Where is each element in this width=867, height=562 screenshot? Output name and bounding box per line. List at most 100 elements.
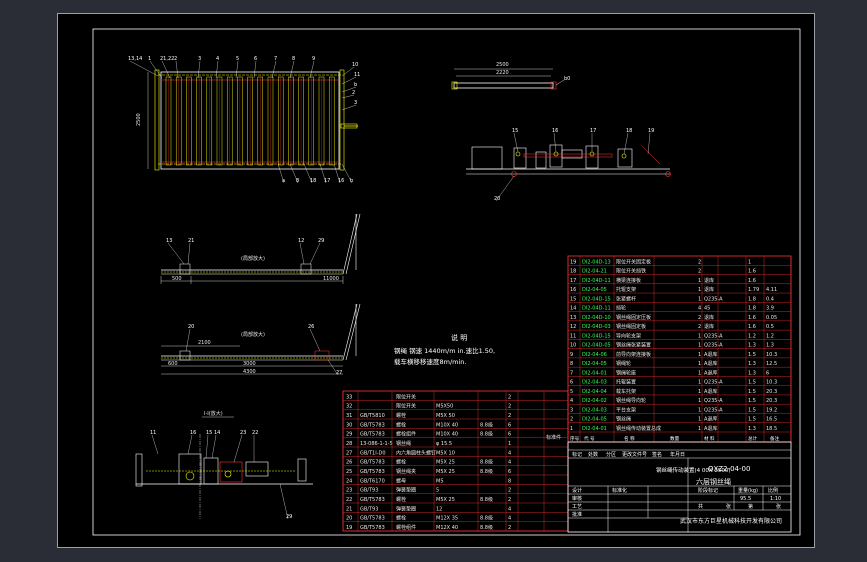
- tb-label-design: 设计: [572, 487, 582, 494]
- bom-left-spec: 5: [436, 488, 439, 494]
- top-balloons-balloon-8: 7: [274, 56, 277, 62]
- bom-left-qty: 6: [508, 422, 511, 428]
- bom-right-tw: 1.6: [748, 324, 756, 330]
- bom-left-code: GB/T6170: [360, 478, 385, 484]
- bom-right-qty: 1: [698, 287, 701, 293]
- bom-right-no: 11: [570, 333, 576, 339]
- bom-right-code: DI2-04-05: [582, 417, 607, 423]
- bom-right-note: 18.5: [766, 426, 777, 432]
- detail-balloons-balloon-4: 23: [240, 430, 246, 436]
- bom-right-qty: 1: [698, 278, 701, 284]
- bom-right-tw: 1.5: [748, 417, 756, 423]
- bom-right-no: 1: [570, 426, 573, 432]
- bom-right-mat: Q235-A: [704, 333, 723, 339]
- end-balloons-balloon-5: 20: [494, 196, 500, 202]
- bom-left-spec: 12: [436, 506, 442, 512]
- bom-left-name: 螺栓: [396, 459, 406, 466]
- bom-right-mat: A退库: [704, 388, 717, 395]
- tb-weight-value: 95.5: [740, 496, 751, 502]
- elev2-dim-d: 4300: [243, 369, 256, 375]
- bom-left-qty: 2: [508, 404, 511, 410]
- bom-right-mat: 退库: [704, 277, 714, 284]
- top-balloons-balloon-7: 6: [254, 56, 257, 62]
- bom-right-name: 钢丝绳固定板: [616, 323, 646, 330]
- tb-label-date: 年月日: [670, 451, 685, 458]
- top-balloons-balloon-15: 3: [354, 100, 357, 106]
- bom-right-h-no: 序号: [570, 435, 580, 442]
- tb-label-sheet-2: 张: [776, 503, 781, 510]
- top-balloons-balloon-5: 4: [216, 56, 219, 62]
- top-balloons-balloon-14: 2: [352, 90, 355, 96]
- elev1-balloons-balloon-3: 29: [318, 238, 324, 244]
- top-balloons-balloon-3: 2: [174, 56, 177, 62]
- detail-balloons-balloon-1: 16: [190, 430, 196, 436]
- bom-left-qty: 6: [508, 469, 511, 475]
- bom-left-no: 31: [346, 413, 352, 419]
- bom-right-tw: 1.5: [748, 407, 756, 413]
- bom-right-no: 7: [570, 370, 573, 376]
- tb-label-change-doc: 更改文件号: [622, 451, 647, 458]
- bom-left-no: 22: [346, 497, 352, 503]
- bom-right-note: 20.3: [766, 398, 777, 404]
- bom-right-code: DI2-04-05: [582, 361, 607, 367]
- tb-label-mark: 标记: [572, 451, 582, 458]
- bom-left-no: 28: [346, 441, 352, 447]
- bom-left-spec: M12X 35: [436, 516, 458, 522]
- elev2-section-label: (局部放大): [241, 331, 265, 338]
- elev2-balloons-balloon-1: 26: [308, 324, 314, 330]
- bom-left-qty: 4: [508, 460, 511, 466]
- top-balloons-balloon-0: 13,14: [128, 56, 142, 62]
- bom-right-qty: 4: [698, 306, 701, 312]
- tb-label-sheet: 张: [726, 503, 731, 510]
- bom-right-no: 19: [570, 259, 576, 265]
- bom-left-spec: M5X 25: [436, 469, 455, 475]
- bom-right-name: 横梁连接板: [616, 277, 641, 284]
- bom-right-note: 20.3: [766, 389, 777, 395]
- bom-right-qty: 1: [698, 361, 701, 367]
- bom-right-code: DI2-04-03: [582, 380, 607, 386]
- bom-right-no: 9: [570, 352, 573, 358]
- tb-label-stage-mark: 阶段标记: [698, 487, 718, 494]
- bom-right-qty: 2: [698, 269, 701, 275]
- bom-left-note: 8.8级: [480, 431, 493, 438]
- bom-left-note: 8.8级: [480, 459, 493, 466]
- top-balloons-balloon-13: b: [354, 82, 357, 88]
- tb-label-approve: 批准: [572, 511, 582, 518]
- bom-right-qty: 1: [698, 296, 701, 302]
- bom-right-qty: 1: [698, 398, 701, 404]
- top-balloons-balloon-9: 8: [292, 56, 295, 62]
- bom-right-code: DI2-04-21: [582, 269, 607, 275]
- bom-right-name: 托辊装置: [616, 379, 636, 386]
- bom-left-name: 螺栓: [396, 412, 406, 419]
- bom-right-h-qty: 数量: [670, 435, 680, 442]
- bom-right-mat: Q235-A: [704, 398, 723, 404]
- bom-right-code: DI2-04-02: [582, 398, 607, 404]
- bom-right-tw: 1: [748, 259, 751, 265]
- bom-right-name: 钢丝绳导向轮: [616, 397, 646, 404]
- bom-right-tw: 1.3: [748, 343, 756, 349]
- notes-line-2: 载车横移移速度8m/min.: [394, 357, 466, 366]
- bom-left-code: 13-086-1-1-5: [360, 441, 393, 447]
- bom-left-code: GB/T5783: [360, 469, 385, 475]
- side-view-dim-inner: 2220: [496, 70, 509, 76]
- bom-right-note: 1.2: [766, 333, 774, 339]
- bom-right-mat: A退库: [704, 351, 717, 358]
- bom-left-spec: M5X50: [436, 404, 453, 410]
- bom-right-name: 限位开关固定板: [616, 258, 651, 265]
- bom-right-no: 8: [570, 361, 573, 367]
- bom-right-note: 0.05: [766, 315, 777, 321]
- tb-label-review: 审核: [572, 495, 582, 502]
- detail-balloons-balloon-3: 14: [214, 430, 220, 436]
- bom-right-note: 4.11: [766, 287, 777, 293]
- bom-left-qty: 6: [508, 432, 511, 438]
- bom-right-qty: 2: [698, 259, 701, 265]
- bom-right-h-note: 备注: [770, 435, 780, 442]
- bom-right-note: 10.3: [766, 380, 777, 386]
- bom-left-no: 20: [346, 516, 352, 522]
- bom-left-no: 25: [346, 469, 352, 475]
- notes: 说 明 钢绳 钢速 1440m/m in.速比1.50, 载车横移移速度8m/m…: [394, 333, 495, 366]
